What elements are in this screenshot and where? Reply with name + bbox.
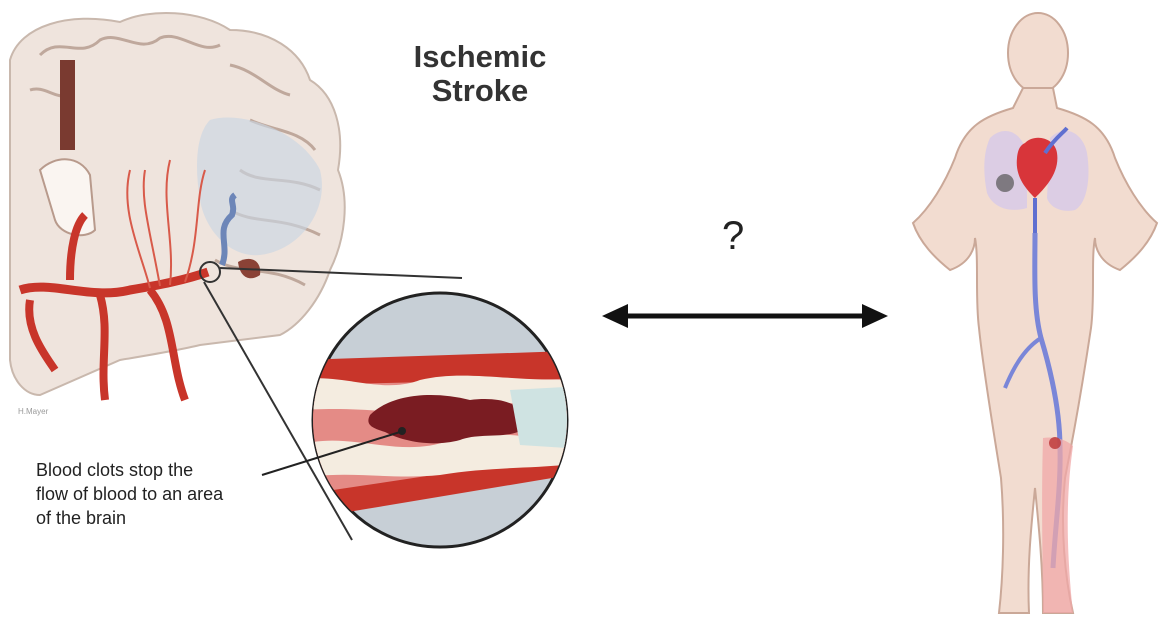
- head: [1008, 13, 1068, 93]
- dvt-clot: [1049, 437, 1061, 449]
- ischemic-lumen: [510, 385, 600, 450]
- title-line-1: Ischemic: [395, 40, 565, 74]
- double-headed-arrow-icon: [600, 296, 890, 336]
- question-mark-label: ?: [722, 214, 744, 259]
- caption-line-1: Blood clots stop the: [36, 458, 296, 482]
- ventricle-center: [60, 60, 75, 150]
- caption-line-2: flow of blood to an area: [36, 482, 296, 506]
- caption-pointer-dot: [398, 427, 406, 435]
- clot-caption: Blood clots stop the flow of blood to an…: [36, 458, 296, 530]
- title-line-2: Stroke: [395, 74, 565, 108]
- caption-line-3: of the brain: [36, 506, 296, 530]
- swollen-leg: [1042, 437, 1073, 613]
- stroke-title: Ischemic Stroke: [395, 40, 565, 108]
- pulmonary-embolism: [996, 174, 1014, 192]
- female-body-figure: [895, 8, 1165, 619]
- artist-credit: H.Mayer: [18, 407, 48, 416]
